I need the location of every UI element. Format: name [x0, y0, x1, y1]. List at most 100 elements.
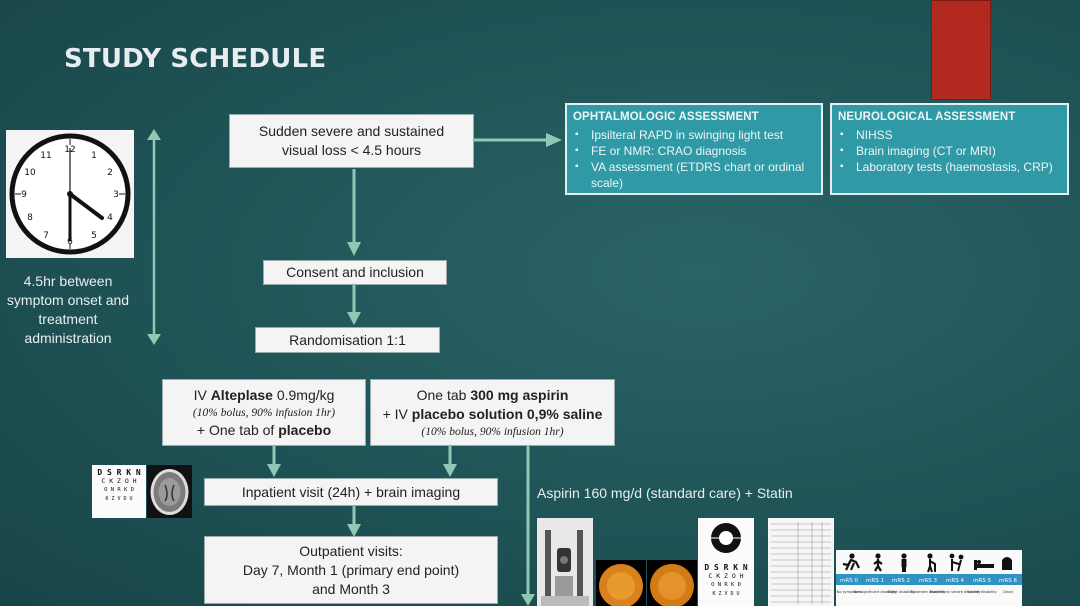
mrs-label: mRS 5 [973, 578, 991, 584]
alteplase-arm-box: IV Alteplase 0.9mg/kg (10% bolus, 90% in… [162, 379, 366, 446]
clock-number: 4 [107, 213, 113, 223]
nihss-form-image [768, 518, 834, 606]
alteplase-line-3: + One tab of placebo [196, 421, 332, 438]
list-item: Ipsilteral RAPD in swinging light test [575, 127, 815, 143]
clock-number: 3 [113, 190, 119, 200]
eye-chart-row: K Z V D U [105, 496, 133, 502]
list-item: NIHSS [840, 127, 1061, 143]
mrs-figures [842, 553, 1012, 573]
mrs-description: Moderate disability [911, 590, 946, 594]
eye-chart-row: O N R K D [104, 487, 134, 493]
clock-number: 6 [67, 237, 73, 247]
eye-chart-image-large: D S R K N C K Z O H O N R K D K Z V D U [698, 518, 754, 606]
clock-hour-hand [68, 192, 104, 220]
outpatient-line-3: and Month 3 [312, 580, 390, 597]
bed-icon [974, 560, 994, 570]
outpatient-line-2: Day 7, Month 1 (primary end point) [242, 561, 460, 578]
clock-number: 11 [40, 151, 51, 161]
list-item: FE or NMR: CRAO diagnosis [575, 143, 815, 159]
mrs-description: Dead [1003, 590, 1012, 594]
mrs-label: mRS 3 [919, 578, 937, 584]
mrs-description: Slight disability [887, 590, 915, 594]
mrs-scale-bar [836, 574, 1022, 585]
inpatient-text: Inpatient visit (24h) + brain imaging [241, 483, 461, 500]
mrs-scale-graphic: mRS 0 mRS 1 mRS 2 mRS 3 mRS 4 mRS 5 mRS … [836, 553, 1022, 594]
list-item: Laboratory tests (haemostasis, CRP) [840, 159, 1061, 175]
aspirin-line-2: + IV placebo solution 0,9% saline [382, 405, 603, 422]
grave-icon [1002, 557, 1012, 570]
neurological-assessment-box: NEUROLOGICAL ASSESSMENT NIHSS Brain imag… [830, 103, 1069, 195]
eye-chart-row: D S R K N [704, 563, 748, 572]
list-item: VA assessment (ETDRS chart or ordinal sc… [575, 159, 815, 191]
fundus-image-right [647, 560, 697, 606]
walking-person-icon [873, 553, 883, 572]
form-table-icon [771, 522, 831, 604]
clock-number: 9 [21, 190, 27, 200]
visual-acuity-target-icon [708, 523, 744, 553]
randomisation-text: Randomisation 1:1 [289, 331, 406, 348]
neurological-list: NIHSS Brain imaging (CT or MRI) Laborato… [838, 127, 1061, 175]
fundus-icon [599, 564, 643, 606]
clock-number: 1 [91, 151, 97, 161]
time-span-arrow-top [147, 129, 161, 140]
aspirin-line-3: (10% bolus, 90% infusion 1hr) [421, 425, 564, 438]
randomisation-box: Randomisation 1:1 [255, 327, 440, 353]
clock-number: 8 [27, 213, 33, 223]
onset-box: Sudden severe and sustained visual loss … [229, 114, 474, 168]
mrs-label: mRS 2 [892, 578, 910, 584]
clock-number: 7 [43, 231, 49, 241]
mrs-scale-image: mRS 0 mRS 1 mRS 2 mRS 3 mRS 4 mRS 5 mRS … [836, 550, 1022, 606]
slit-lamp-icon [541, 530, 589, 606]
brain-scan-icon [150, 469, 189, 515]
mrs-label: mRS 0 [840, 578, 858, 584]
alteplase-line-2: (10% bolus, 90% infusion 1hr) [192, 406, 336, 419]
standard-care-text: Aspirin 160 mg/d (standard care) + Stati… [537, 485, 793, 501]
mrs-label: mRS 1 [866, 578, 884, 584]
person-with-cane-icon [927, 553, 936, 573]
list-item: Brain imaging (CT or MRI) [840, 143, 1061, 159]
clock-icon: 12 1 2 3 4 5 6 7 8 9 10 11 [9, 133, 131, 255]
alteplase-line-1: IV Alteplase 0.9mg/kg [193, 386, 335, 403]
mrs-description: Moderately severe disability [930, 590, 982, 594]
consent-text: Consent and inclusion [286, 264, 424, 280]
red-accent-bar [931, 0, 991, 100]
aspirin-line-1: One tab 300 mg aspirin [416, 386, 569, 403]
ophthalmologic-heading: OPHTALMOLOGIC ASSESSMENT [573, 111, 759, 123]
mrs-description: Nonsignificant disability [853, 590, 897, 594]
time-span-arrow-bottom [147, 334, 161, 345]
brain-scan-image [147, 465, 192, 518]
slit-lamp-image [537, 518, 593, 606]
ophthalmologic-assessment-box: OPHTALMOLOGIC ASSESSMENT Ipsilteral RAPD… [565, 103, 823, 195]
eye-chart-row: O N R K D [711, 582, 741, 588]
onset-text: Sudden severe and sustained visual loss … [258, 123, 445, 158]
eye-chart-row: K Z V D U [712, 591, 740, 597]
assisted-person-icon [949, 553, 964, 572]
outpatient-line-1: Outpatient visits: [299, 542, 403, 559]
clock-number: 10 [24, 168, 36, 178]
standing-person-icon [901, 553, 907, 572]
eye-chart-row: D S R K N [97, 468, 141, 477]
ophthalmologic-list: Ipsilteral RAPD in swinging light test F… [573, 127, 815, 191]
mrs-label: mRS 4 [946, 578, 964, 584]
inpatient-box: Inpatient visit (24h) + brain imaging [204, 478, 498, 506]
mrs-label: mRS 6 [999, 578, 1017, 584]
neurological-heading: NEUROLOGICAL ASSESSMENT [838, 111, 1016, 123]
fundus-icon [650, 564, 694, 606]
eye-chart-row: C K Z O H [101, 477, 137, 485]
aspirin-arm-box: One tab 300 mg aspirin + IV placebo solu… [370, 379, 615, 446]
eye-chart-image: D S R K N C K Z O H O N R K D K Z V D U [92, 465, 146, 518]
fundus-image-left [596, 560, 646, 606]
mrs-description: No symptoms [837, 590, 862, 594]
clock-number: 5 [91, 231, 97, 241]
consent-box: Consent and inclusion [263, 260, 447, 285]
mrs-description: Severe disability [967, 590, 998, 594]
slide-title: STUDY SCHEDULE [64, 44, 327, 74]
outpatient-box: Outpatient visits: Day 7, Month 1 (prima… [204, 536, 498, 604]
eye-chart-row: C K Z O H [708, 572, 744, 580]
clock-number: 2 [107, 168, 113, 178]
time-window-caption: 4.5hr between symptom onset and treatmen… [6, 273, 130, 346]
clock-image: 12 1 2 3 4 5 6 7 8 9 10 11 [6, 130, 134, 258]
running-person-icon [842, 553, 860, 571]
